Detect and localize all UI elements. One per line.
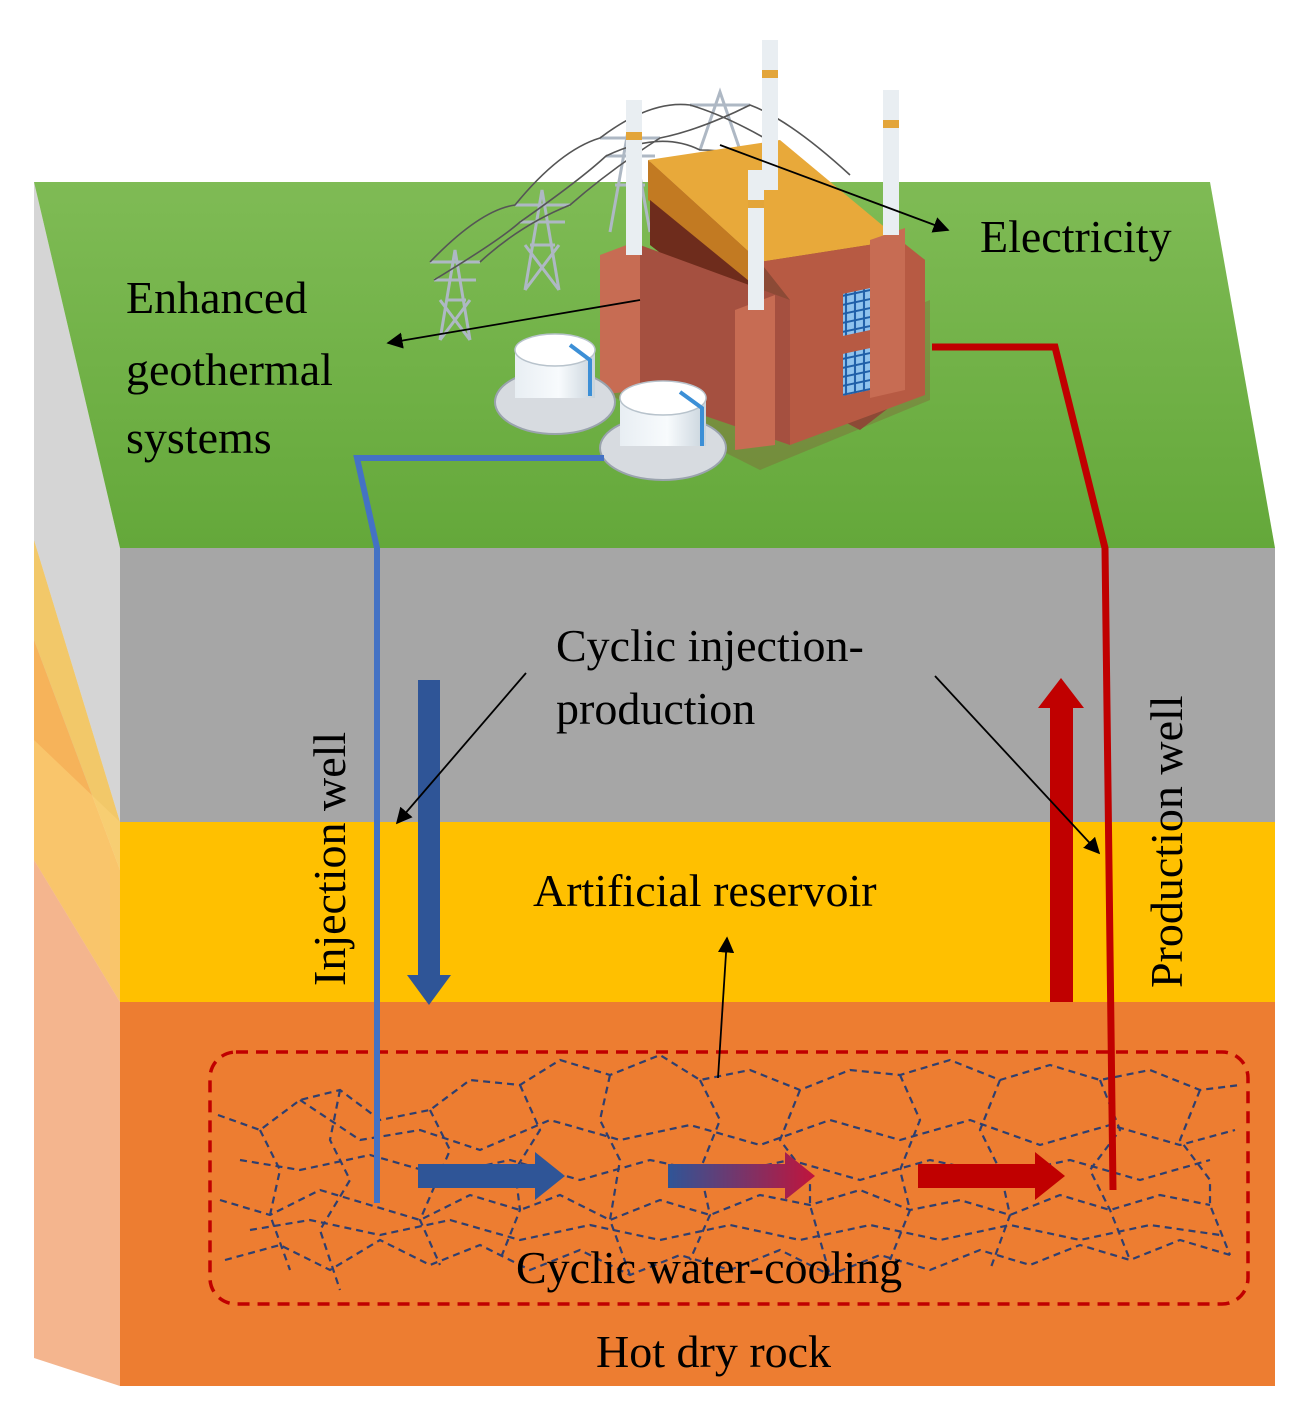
leader-lines	[386, 144, 1101, 1079]
reservoir-layer	[120, 822, 1275, 1002]
egs-label-line1: Enhanced	[126, 272, 307, 323]
hot-rock-side-face	[34, 860, 120, 1386]
egs-label-line3: systems	[126, 412, 272, 463]
injection-down-arrow	[407, 680, 451, 1005]
chimneys	[626, 40, 899, 310]
cyclic-ip-leader-production	[934, 675, 1101, 855]
reservoir-leader	[717, 936, 735, 1079]
production-well-label: Production well	[1141, 695, 1192, 988]
flow-arrow-cold	[418, 1152, 565, 1200]
egs-label-line2: geothermal	[126, 344, 333, 395]
storage-tank-icon	[494, 333, 616, 435]
reservoir-side-face-upper	[34, 540, 120, 870]
injection-well-pipe	[353, 455, 604, 1203]
production-up-arrow	[1038, 678, 1084, 1002]
production-well-pipe	[932, 343, 1117, 1191]
cyclic-injection-production-line2: production	[556, 683, 755, 734]
egs-leader	[386, 299, 641, 349]
electricity-leader	[719, 144, 950, 233]
flow-arrow-transition	[668, 1152, 815, 1200]
surface-side-face	[34, 182, 120, 822]
caprock-layer	[120, 548, 1275, 822]
flow-arrow-hot	[918, 1152, 1065, 1200]
cyclic-ip-leader-injection	[395, 672, 527, 825]
reservoir-boundary	[208, 1050, 1250, 1306]
earth-block	[34, 182, 1275, 1386]
hot-dry-rock-label: Hot dry rock	[596, 1326, 831, 1377]
cyclic-water-cooling-label: Cyclic water-cooling	[516, 1242, 902, 1293]
storage-tank-icon	[599, 380, 727, 481]
injection-well-label: Injection well	[304, 732, 355, 986]
electricity-label: Electricity	[980, 211, 1172, 262]
cyclic-injection-production-line1: Cyclic injection-	[556, 620, 864, 671]
artificial-reservoir-label: Artificial reservoir	[533, 865, 877, 916]
